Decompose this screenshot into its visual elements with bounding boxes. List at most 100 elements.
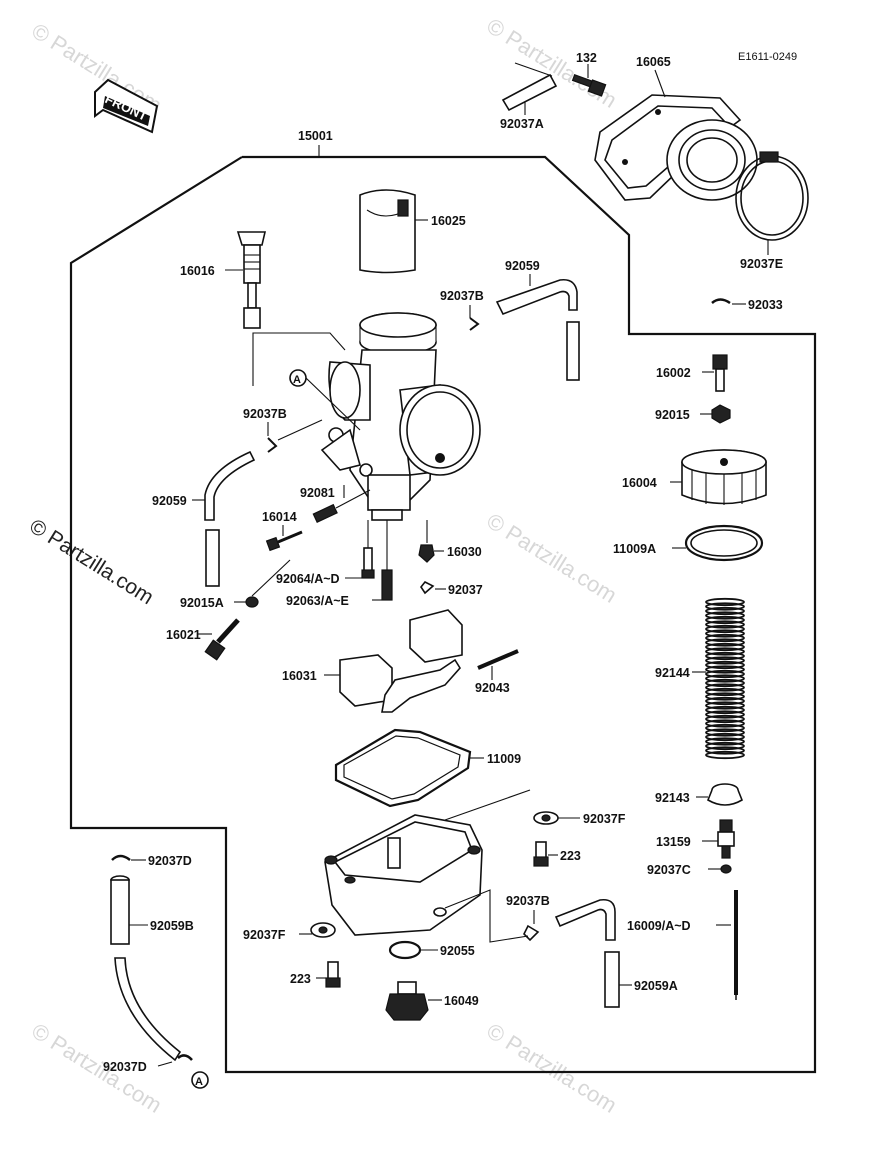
label-92015: 92015	[655, 408, 690, 422]
spring-coil	[705, 642, 745, 652]
oring-92055	[388, 940, 422, 960]
spring-coil	[705, 746, 745, 755]
spring-coil	[705, 669, 745, 679]
spring-coil	[705, 656, 745, 665]
spring-92081	[312, 489, 371, 523]
label-92037d-bottom: 92037D	[103, 1060, 147, 1074]
label-92055: 92055	[440, 944, 475, 958]
float-bowl	[324, 789, 531, 936]
label-16004: 16004	[622, 476, 657, 490]
label-92059a: 92059A	[634, 979, 678, 993]
label-16021: 16021	[166, 628, 201, 642]
oring-11009a	[684, 524, 764, 562]
label-16016: 16016	[180, 264, 215, 278]
label-223-right: 223	[560, 849, 581, 863]
spring-coil	[705, 723, 745, 733]
label-16030: 16030	[447, 545, 482, 559]
clip-92037c	[720, 864, 732, 874]
screw-223-left	[325, 961, 341, 988]
spring-coil	[705, 624, 745, 634]
label-92081: 92081	[300, 486, 335, 500]
spring-coil	[705, 710, 745, 719]
tube-92059b	[110, 875, 182, 1062]
watermark-dark: © Partzilla.com	[25, 515, 157, 609]
label-16025: 16025	[431, 214, 466, 228]
spring-coil	[705, 687, 745, 697]
assembly-outline	[69, 155, 817, 1074]
label-16014: 16014	[262, 510, 297, 524]
tube-92059-left	[204, 450, 256, 587]
cable-adjuster-16016	[236, 231, 267, 329]
spring-coil	[705, 651, 745, 661]
jet-92064	[361, 520, 375, 579]
spring-coil	[705, 719, 745, 728]
ref-marker-a-bottom: A	[195, 1076, 203, 1088]
spring-coil	[705, 638, 745, 647]
watermark: © Partzilla.com	[482, 13, 621, 113]
label-92037: 92037	[448, 583, 483, 597]
holder-13159	[717, 819, 735, 859]
watermark: © Partzilla.com	[482, 508, 621, 608]
label-132: 132	[576, 51, 597, 65]
spring-coil	[705, 674, 745, 683]
plug-16049	[385, 981, 429, 1021]
label-92033: 92033	[748, 298, 783, 312]
label-92037b-bottom: 92037B	[506, 894, 550, 908]
spring-coil	[705, 705, 745, 715]
spring-coil	[705, 728, 745, 737]
spring-coil	[705, 696, 745, 706]
spring-coil	[705, 714, 745, 724]
clamp-92037e	[735, 151, 809, 241]
clip-92037b-bottom	[444, 889, 540, 943]
screw-16014	[265, 530, 303, 552]
label-92064: 92064/A~D	[276, 572, 340, 586]
jet-16030	[418, 520, 435, 563]
diagram-code: E1611-0249	[738, 51, 797, 63]
spring-coil	[705, 737, 745, 746]
label-16002: 16002	[656, 366, 691, 380]
throttle-slide-16025	[359, 189, 416, 274]
ref-marker-a: A	[252, 332, 361, 431]
label-16009: 16009/A~D	[627, 919, 691, 933]
label-223-left: 223	[290, 972, 311, 986]
cap-16004	[681, 449, 767, 505]
clip-92037f-left	[310, 922, 336, 938]
screw-223-right	[533, 841, 549, 867]
label-13159: 13159	[656, 835, 691, 849]
label-11009: 11009	[487, 752, 521, 766]
spring-coil	[705, 678, 745, 688]
label-15001: 15001	[298, 129, 333, 143]
clip-92037a	[501, 62, 558, 112]
label-92059-top: 92059	[505, 259, 540, 273]
clip-92037b-left	[267, 419, 323, 453]
watermark: © Partzilla.com	[482, 1018, 621, 1118]
nut-92015	[711, 404, 731, 424]
bolt-132	[571, 73, 607, 97]
seat-92143	[707, 783, 743, 806]
tube-92059-top	[495, 278, 580, 381]
spring-coil	[705, 620, 745, 629]
tube-92059a	[554, 898, 620, 1008]
spring-coil	[705, 692, 745, 701]
label-16049: 16049	[444, 994, 479, 1008]
gasket-11009	[334, 728, 472, 808]
screw-16021	[204, 618, 240, 661]
spring-coil	[705, 750, 745, 760]
label-92037b-left: 92037B	[243, 407, 287, 421]
intake-manifold-16065	[594, 94, 758, 201]
clip-92037d-top	[111, 854, 131, 862]
clip-92037f-right	[533, 811, 559, 825]
label-16031: 16031	[282, 669, 317, 683]
label-92037d-top: 92037D	[148, 854, 192, 868]
float-16031	[339, 609, 463, 713]
clip-92037	[420, 580, 435, 595]
label-92059b: 92059B	[150, 919, 194, 933]
label-92037f-right: 92037F	[583, 812, 626, 826]
label-92037b-top: 92037B	[440, 289, 484, 303]
label-11009a: 11009A	[613, 542, 656, 556]
jet-92063	[381, 520, 393, 601]
clip-92033	[711, 298, 731, 305]
spring-coil	[705, 647, 745, 656]
spring-coil	[705, 633, 745, 643]
